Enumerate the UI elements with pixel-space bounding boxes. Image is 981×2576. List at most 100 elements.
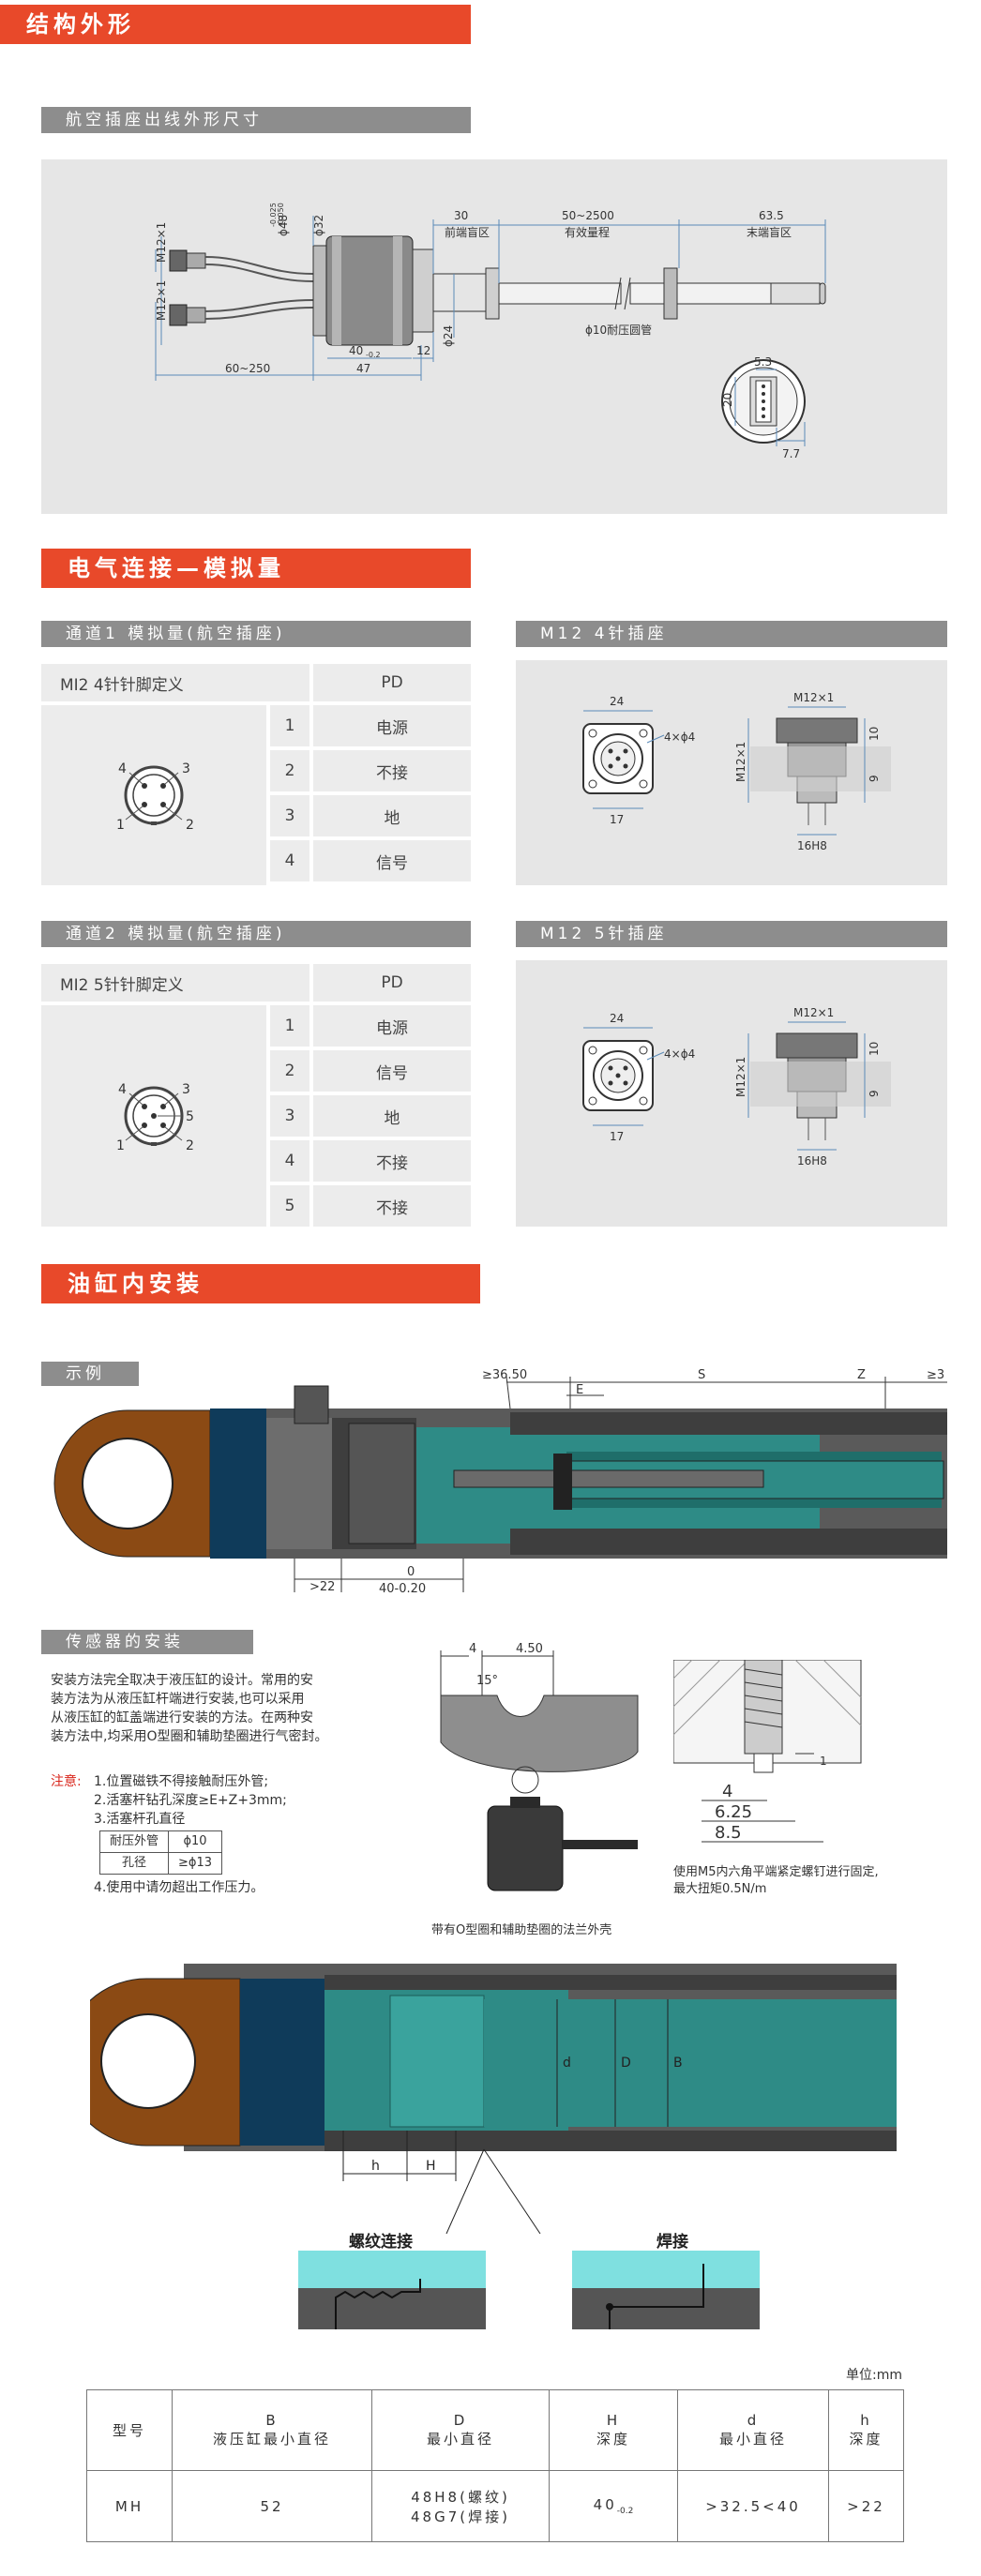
ch2-row5-value: 不接	[313, 1185, 471, 1227]
m12-5-dim-16h8: 16H8	[797, 1154, 827, 1167]
example-dim-40: 40-0.20	[379, 1582, 426, 1596]
ch2-row2-num: 2	[270, 1050, 309, 1092]
ch2-pin-label-2: 2	[186, 1138, 194, 1153]
example-cylinder-drawing: ≥36.50 E S Z ≥3 >22 0 40-0.20	[41, 1367, 947, 1620]
ch1-pin-label-3: 3	[182, 761, 190, 776]
m12-4-dim-9: 9	[868, 775, 881, 782]
ch2-row2-value: 信号	[313, 1050, 471, 1092]
channel2-connector-diagram: 4 3 5 1 2	[41, 1005, 266, 1227]
ch1-row1-num: 1	[270, 705, 309, 746]
flange-drawing: 4 4.50 15° 带有O型圈和辅助垫圈的法兰外壳	[431, 1639, 657, 1939]
spec-cell-d: >32.5<40	[677, 2470, 829, 2542]
spec-cell-model: MH	[86, 2470, 173, 2542]
cyl2-label-d: d	[563, 2056, 571, 2071]
sensor-outline-drawing: 30 前端盲区 50~2500 有效量程 63.5 末端盲区 ϕ10耐压圆管 4…	[155, 203, 826, 460]
dim-phi-48: ϕ48	[277, 215, 290, 236]
ch2-row3-num: 3	[270, 1095, 309, 1137]
dim-phi-24: ϕ24	[442, 325, 455, 347]
ch2-pin-label-1: 1	[116, 1138, 125, 1153]
ch2-pin-label-3: 3	[182, 1082, 190, 1097]
flange-dim-15deg: 15°	[476, 1674, 498, 1688]
channel2-pd-header: PD	[313, 964, 471, 1002]
install-notes: 注意: 1.位置磁铁不得接触耐压外管; 2.活塞杆钻孔深度≥E+Z+3mm; 3…	[51, 1772, 426, 1897]
m12-4-dim-16h8: 16H8	[797, 839, 827, 852]
install-desc-line2: 装方法为从液压缸杆端进行安装,也可以采用	[51, 1692, 305, 1707]
m12-4-dim-holes: 4×ϕ4	[664, 731, 695, 744]
ch1-row3-value: 地	[313, 795, 471, 836]
ch1-row4-num: 4	[270, 840, 309, 881]
section-title-structure: 结构外形	[0, 5, 471, 44]
m12-5-dim-9: 9	[868, 1090, 881, 1097]
channel1-pin-def-label: MI2 4针针脚定义	[41, 664, 309, 701]
ch1-pin-label-2: 2	[186, 818, 194, 833]
subheading-aviation-dimensions: 航空插座出线外形尺寸	[41, 107, 471, 133]
screw-dim-8-5: 8.5	[715, 1823, 742, 1843]
cyl2-label-h: h	[371, 2159, 380, 2174]
dim-phi-32: ϕ32	[312, 215, 325, 236]
screw-dim-4: 4	[722, 1782, 732, 1801]
note-4: 4.使用中请勿超出工作压力。	[94, 1880, 264, 1895]
install-desc-line3: 从液压缸的缸盖端进行安装的方法。在两种安	[51, 1710, 313, 1725]
dim-7-7: 7.7	[782, 447, 800, 460]
example-dim-S: S	[698, 1368, 705, 1382]
cyl2-label-D: D	[621, 2056, 631, 2071]
m12-5-dim-holes: 4×ϕ4	[664, 1047, 695, 1061]
m12-5-dim-17: 17	[610, 1130, 624, 1143]
example-heading: 示例	[41, 1362, 139, 1386]
example-dim-E: E	[576, 1383, 583, 1397]
dim-tube-label: ϕ10耐压圆管	[585, 323, 652, 337]
example-dim-ge36: ≥36.50	[482, 1368, 527, 1382]
dim-40-tol: -0.2	[366, 351, 381, 359]
spec-header-model: 型号	[86, 2389, 173, 2471]
dim-5-3: 5.3	[754, 355, 772, 369]
note-1: 1.位置磁铁不得接触耐压外管;	[94, 1774, 269, 1789]
m12-4pin-drawing-panel: 24 4×ϕ4 17 M12×1 M12×1 10 9 16H8	[516, 660, 947, 885]
dim-12: 12	[416, 344, 430, 357]
spec-cell-h: >22	[828, 2470, 904, 2542]
screw-dim-6-25: 6.25	[715, 1802, 752, 1822]
note-2: 2.活塞杆钻孔深度≥E+Z+3mm;	[94, 1793, 287, 1808]
ch1-pin-label-4: 4	[118, 761, 127, 776]
channel1-pd-header: PD	[313, 664, 471, 701]
m12-4-dim-17: 17	[610, 813, 624, 826]
flange-dim-4-50: 4.50	[516, 1642, 543, 1656]
example-dim-Z: Z	[857, 1368, 866, 1382]
mini-cell-tube: 耐压外管	[98, 1830, 170, 1853]
screw-dim-1: 1	[820, 1755, 827, 1768]
install-desc-line1: 安装方法完全取决于液压缸的设计。常用的安	[51, 1673, 313, 1688]
install-description: 安装方法完全取决于液压缸的设计。常用的安 装方法为从液压缸杆端进行安装,也可以采…	[51, 1671, 426, 1746]
channel1-heading: 通道1 模拟量(航空插座)	[41, 621, 471, 647]
m12-5-dim-m12: M12×1	[793, 1006, 834, 1019]
dim-30: 30	[454, 209, 468, 222]
unit-label: 单位:mm	[846, 2368, 902, 2383]
cylinder-bore-drawing: d D B h H	[62, 1962, 906, 2235]
weld-label: 焊接	[657, 2233, 688, 2252]
ch2-pin-label-5: 5	[186, 1109, 194, 1124]
screw-note-line1: 使用M5内六角平端紧定螺钉进行固定,	[673, 1864, 879, 1879]
ch2-row3-value: 地	[313, 1095, 471, 1137]
ch2-row1-num: 1	[270, 1005, 309, 1047]
spec-cell-B: 52	[172, 2470, 372, 2542]
ch1-row2-num: 2	[270, 750, 309, 791]
dim-60-250: 60~250	[225, 362, 270, 375]
thread-connection-drawing	[298, 2251, 486, 2329]
dim-m12-b: M12×1	[155, 280, 168, 321]
note-3: 3.活塞杆孔直径	[94, 1812, 186, 1827]
dim-phi48-tol-b: -0.050	[277, 203, 285, 227]
m12-4-dim-24: 24	[610, 695, 624, 708]
dim-40: 40	[349, 344, 363, 357]
dim-phi48-tol-a: -0.025	[269, 203, 278, 227]
flange-dim-4: 4	[469, 1642, 476, 1656]
dim-20: 20	[721, 393, 734, 407]
screw-drawing: 4 6.25 8.5 1 使用M5内六角平端紧定螺钉进行固定, 最大扭矩0.5N…	[672, 1659, 898, 1941]
mini-cell-phi10: ϕ10	[168, 1830, 223, 1853]
m12-4-dim-m12: M12×1	[793, 691, 834, 704]
example-dim-gt22: >22	[309, 1580, 335, 1594]
m12-5-dim-m12-vertical: M12×1	[734, 1057, 747, 1097]
spec-row-mh: MH 52 48H8(螺纹)48G7(焊接) 40-0.2 >32.5<40 >…	[86, 2470, 904, 2542]
dim-front-dead-zone: 前端盲区	[445, 225, 490, 239]
